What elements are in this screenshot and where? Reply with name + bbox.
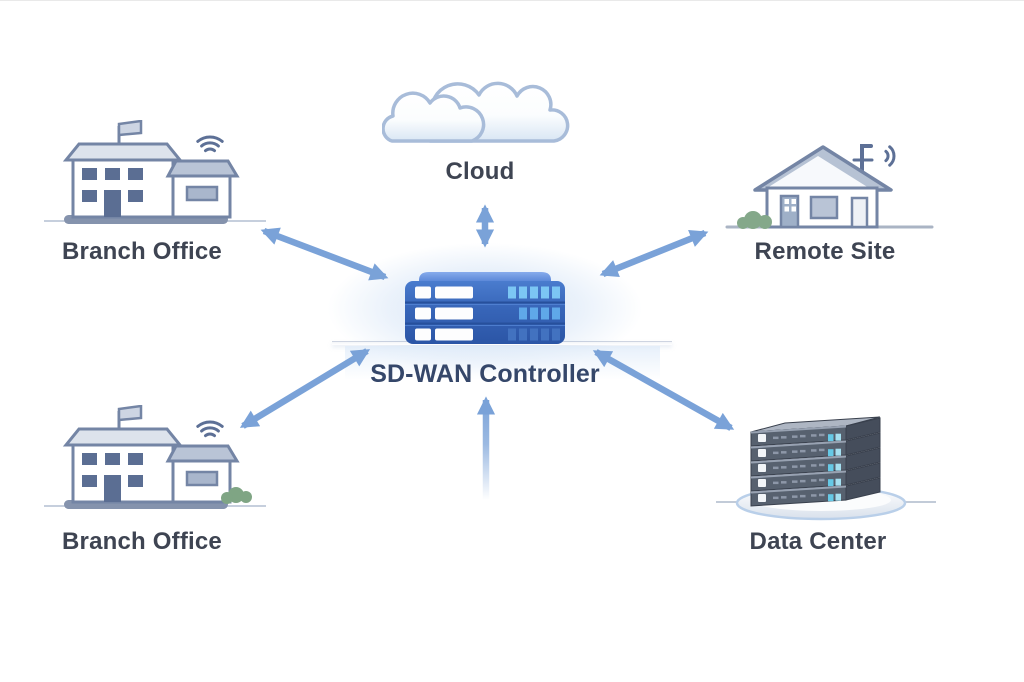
remote-site-label: Remote Site xyxy=(754,238,896,265)
flag-icon xyxy=(117,120,143,137)
server-rack-stack-icon xyxy=(716,416,936,521)
wifi-icon xyxy=(196,420,224,438)
data-center-label: Data Center xyxy=(749,528,887,555)
house-with-antenna-icon xyxy=(725,144,934,229)
cloud-icon xyxy=(382,81,570,143)
sdwan-controller-label: SD-WAN Controller xyxy=(370,360,600,388)
cloud-label: Cloud xyxy=(445,158,515,185)
network-appliance-icon xyxy=(405,272,565,344)
antenna-icon xyxy=(852,144,874,172)
branch-office-top-label: Branch Office xyxy=(62,238,222,265)
flag-icon xyxy=(117,405,143,422)
office-building-icon xyxy=(44,120,266,224)
top-hairline xyxy=(0,0,1024,1)
bush-icon xyxy=(737,211,772,229)
wifi-icon xyxy=(884,145,896,167)
office-building-icon xyxy=(44,405,266,509)
branch-office-bottom-label: Branch Office xyxy=(62,528,222,555)
wifi-icon xyxy=(196,135,224,153)
bush-icon xyxy=(221,487,252,504)
